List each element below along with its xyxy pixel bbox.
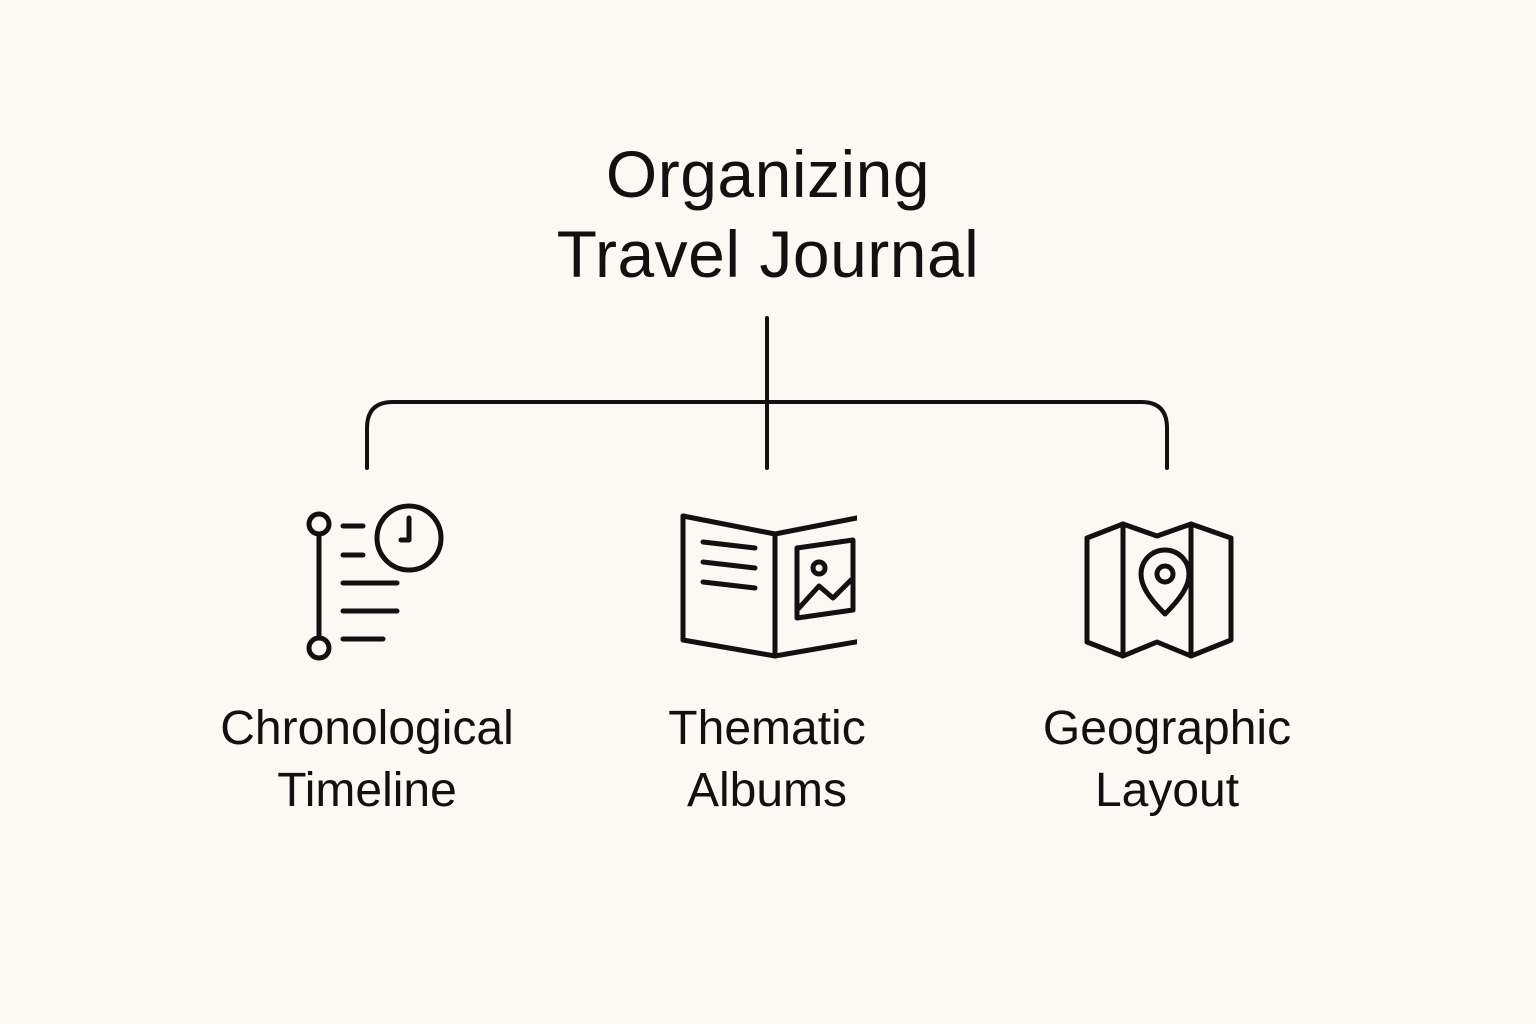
node-label: Thematic Albums (567, 698, 967, 822)
node-label-line-1: Geographic (1042, 702, 1292, 755)
node-geographic-layout: Geographic Layout (967, 500, 1367, 830)
node-thematic-albums: Thematic Albums (567, 500, 967, 830)
title-line-1: Organizing (605, 137, 931, 211)
node-label: Geographic Layout (967, 698, 1367, 822)
node-label-line-2: Timeline (277, 764, 457, 817)
node-label-line-2: Layout (1094, 764, 1240, 817)
photo-album-icon (680, 513, 857, 659)
diagram-title: Organizing Travel Journal (468, 134, 1068, 294)
timeline-clock-icon (306, 503, 444, 661)
node-label-line-1: Thematic (668, 702, 866, 755)
map-pin-icon (1084, 521, 1234, 659)
node-label: Chronological Timeline (167, 698, 567, 822)
node-chronological-timeline: Chronological Timeline (167, 500, 567, 830)
title-line-2: Travel Journal (556, 217, 980, 291)
node-label-line-1: Chronological (220, 702, 514, 755)
node-label-line-2: Albums (686, 764, 848, 817)
branch-bar (365, 400, 1169, 470)
